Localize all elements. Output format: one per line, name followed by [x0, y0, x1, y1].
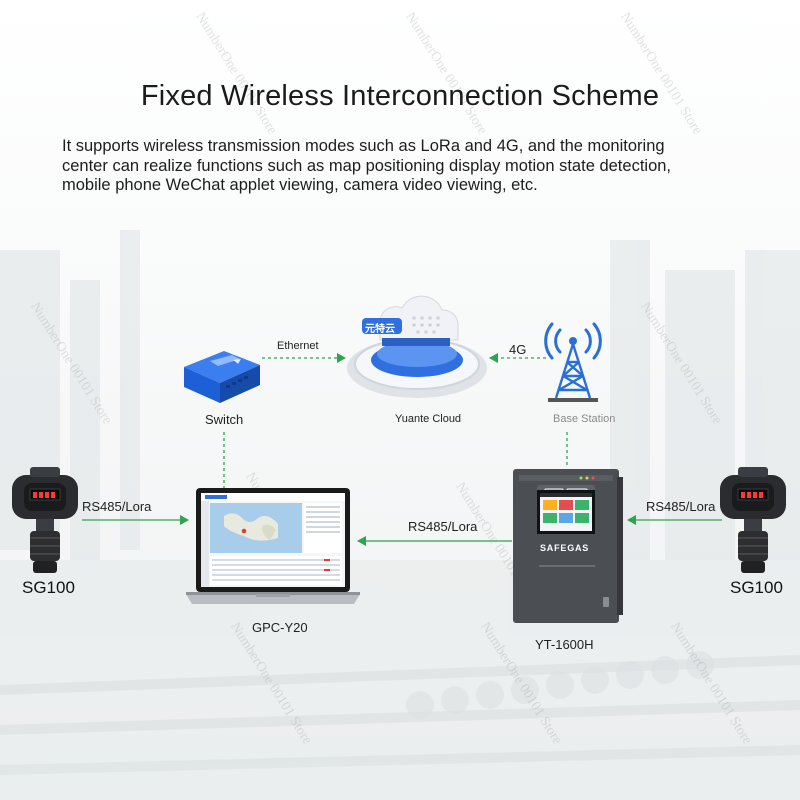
- rs485-left-label: RS485/Lora: [82, 499, 152, 514]
- description-line: center can realize functions such as map…: [62, 156, 672, 175]
- controller-brand: SAFEGAS: [540, 543, 590, 553]
- switch-label: Switch: [205, 412, 244, 427]
- ethernet-label: Ethernet: [277, 340, 319, 352]
- cloud-logo-text: 元特云: [365, 324, 395, 335]
- rs485-mid-label: RS485/Lora: [408, 519, 478, 534]
- rs485-right-label: RS485/Lora: [646, 499, 716, 514]
- description-line: It supports wireless transmission modes …: [62, 137, 665, 155]
- gas-sensor-right-icon: [720, 467, 786, 573]
- controller-label: YT-1600H: [535, 637, 594, 652]
- base-station-label: Base Station: [553, 413, 616, 425]
- laptop-label: GPC-Y20: [252, 620, 308, 635]
- page-title: Fixed Wireless Interconnection Scheme: [140, 80, 660, 112]
- g4-label: 4G: [509, 342, 527, 357]
- base-station-icon: [544, 322, 602, 402]
- gas-sensor-left-icon: [12, 467, 78, 573]
- laptop-icon: [186, 488, 360, 604]
- cloud-label: Yuante Cloud: [395, 413, 462, 425]
- cloud-icon: [347, 295, 487, 398]
- switch-icon: [184, 351, 260, 403]
- sensor-left-label: SG100: [22, 578, 75, 597]
- controller-icon: [513, 469, 623, 623]
- sensor-right-label: SG100: [730, 578, 783, 597]
- description: It supports wireless transmission modes …: [62, 137, 752, 196]
- description-line: mobile phone WeChat applet viewing, came…: [62, 176, 538, 194]
